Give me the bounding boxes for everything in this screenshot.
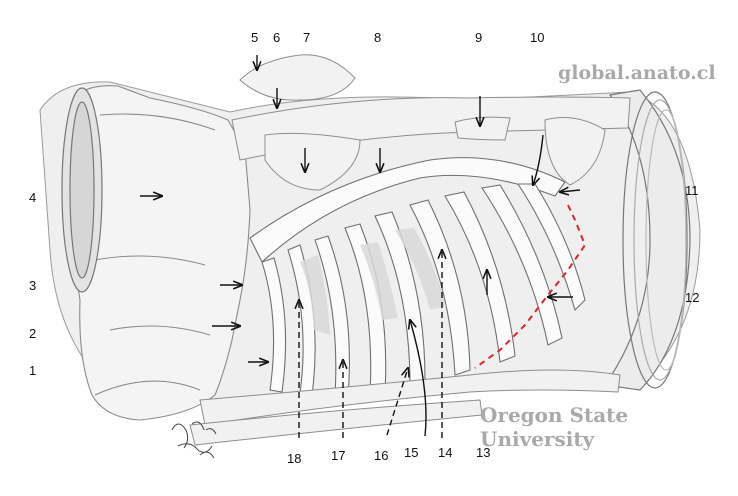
label-18: 18	[287, 451, 302, 466]
label-15: 15	[404, 445, 419, 460]
left-cut-surface	[61, 87, 103, 293]
label-12: 12	[685, 290, 700, 305]
label-8: 8	[374, 30, 382, 45]
solid-arrows	[140, 55, 581, 362]
leader-16	[386, 368, 408, 436]
leader-15	[410, 320, 427, 437]
arrow-10	[533, 134, 544, 185]
label-13: 13	[476, 445, 491, 460]
label-7: 7	[303, 30, 311, 45]
upper-muscles	[231, 54, 631, 191]
intercostal-tissue	[300, 228, 446, 335]
right-cut-surface	[603, 89, 691, 391]
label-6: 6	[273, 30, 281, 45]
watermark-university: Oregon State University	[480, 403, 629, 451]
label-14: 14	[438, 445, 453, 460]
watermark-site: global.anato.cl	[558, 62, 716, 84]
label-3: 3	[29, 278, 37, 293]
arrow-11	[560, 190, 581, 192]
label-10: 10	[530, 30, 545, 45]
dashed-leaders	[299, 250, 442, 438]
label-11: 11	[685, 183, 699, 198]
label-1: 1	[29, 363, 37, 378]
label-5: 5	[251, 30, 259, 45]
red-dashed-line	[474, 204, 587, 369]
label-16: 16	[374, 448, 389, 463]
artist-signature	[171, 421, 217, 459]
label-9: 9	[475, 30, 483, 45]
label-2: 2	[29, 326, 37, 341]
label-17: 17	[331, 448, 346, 463]
label-4: 4	[29, 190, 37, 205]
lower-muscles	[189, 369, 621, 446]
